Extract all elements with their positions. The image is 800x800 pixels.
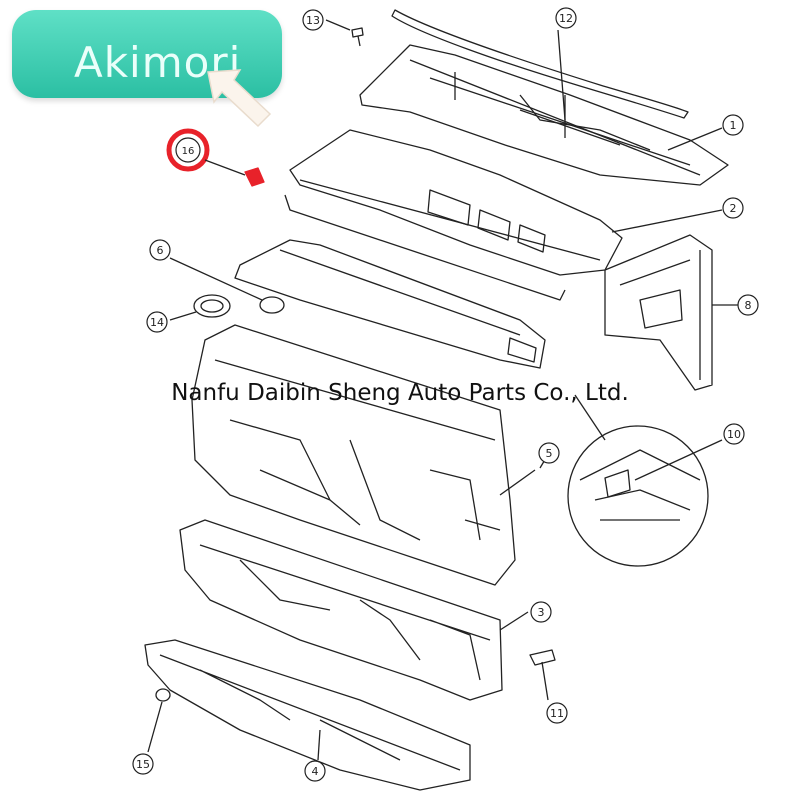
callout-6-label: 6 [157, 244, 164, 257]
callout-5: 5 [538, 442, 560, 464]
cowl-lower-panel [234, 239, 546, 369]
part-3-dash-lower [179, 519, 529, 701]
callout-2: 2 [722, 197, 744, 219]
callout-11-label: 11 [550, 707, 564, 720]
callout-12: 13 [302, 9, 324, 31]
callout-11: 11 [546, 702, 568, 724]
callout-5-label: 5 [546, 447, 553, 460]
part-12-screw [325, 19, 364, 47]
callout-15-label: 15 [136, 758, 150, 771]
part-4-floor-panel [144, 639, 471, 791]
callout-8: 8 [737, 294, 759, 316]
callout-13-label: 14 [150, 316, 164, 329]
callout-10-label: 10 [727, 428, 741, 441]
callout-14: 12 [555, 7, 577, 29]
part-14-weatherstrip [391, 9, 689, 119]
callout-15: 15 [132, 753, 154, 775]
part-16-clip [166, 128, 265, 187]
part-15-nut [147, 688, 171, 753]
callout-4: 4 [304, 760, 326, 782]
part-6-grommet [169, 257, 285, 314]
callout-12-label: 13 [306, 14, 320, 27]
callout-10: 10 [723, 423, 745, 445]
callout-16-label: 16 [182, 146, 195, 157]
callout-1-label: 1 [730, 119, 737, 132]
callout-13: 14 [146, 311, 168, 333]
part-2-cowl-top [284, 129, 623, 301]
callout-6: 6 [149, 239, 171, 261]
part-10-detail [567, 394, 723, 567]
cursor-arrow-icon [207, 69, 272, 128]
part-8-bracket [604, 234, 740, 391]
part-13-seal [169, 294, 231, 321]
callout-14-label: 12 [559, 12, 573, 25]
callout-16: 16 [182, 146, 195, 157]
part-5-dash-panel [191, 324, 536, 586]
callout-4-label: 4 [312, 765, 319, 778]
callout-3-label: 3 [538, 606, 545, 619]
callout-8-label: 8 [745, 299, 752, 312]
part-11-bolt [529, 649, 556, 701]
callout-2-label: 2 [730, 202, 737, 215]
callout-3: 3 [530, 601, 552, 623]
callout-1: 1 [722, 114, 744, 136]
